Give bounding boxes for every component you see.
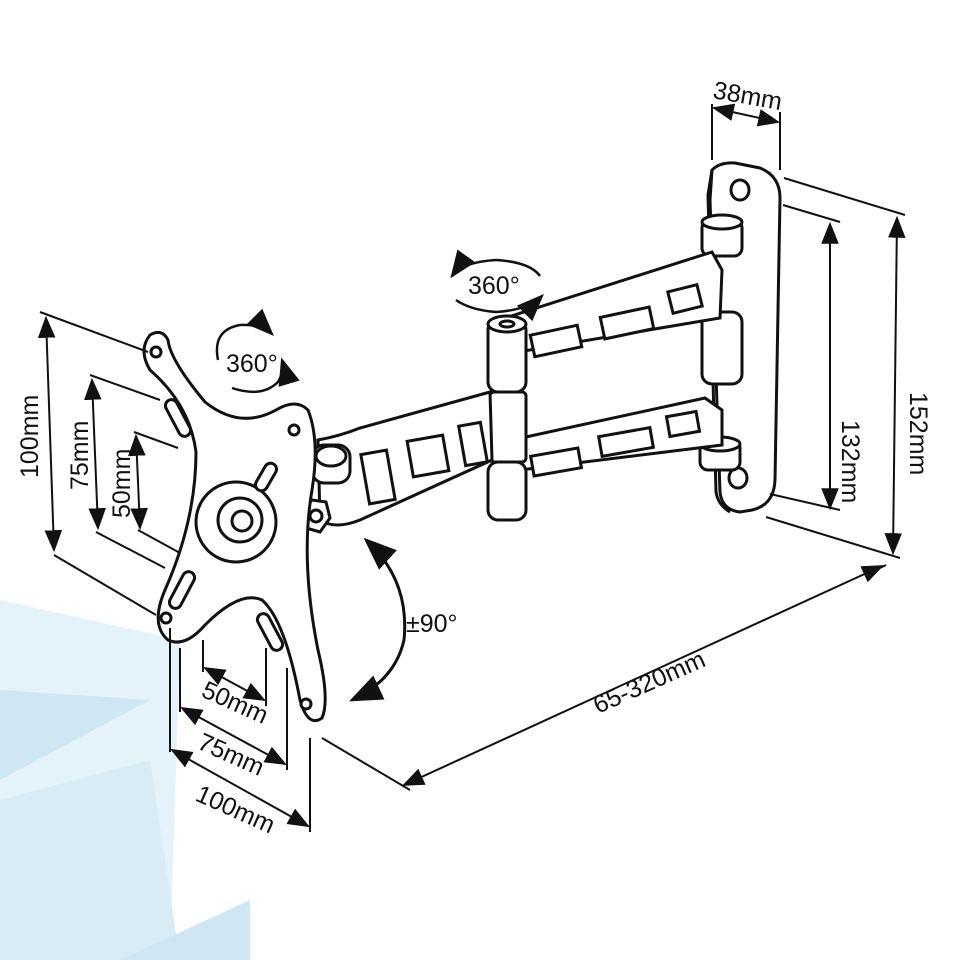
plate-height-label: 152mm (904, 392, 932, 475)
tilt-label: ±90° (406, 610, 458, 638)
extension-label: 65-320mm (589, 645, 710, 719)
vesa-head-plate (142, 330, 327, 723)
plate-inner-height-label: 132mm (836, 420, 864, 503)
tilt-indicator (349, 537, 407, 702)
arm-swivel-indicator (450, 249, 544, 322)
vesa-horizontal-75-label: 75mm (194, 728, 269, 782)
outer-arm (316, 390, 494, 527)
background-accent (0, 600, 250, 960)
dimension-lines (37, 103, 906, 832)
vesa-vertical-50-label: 50mm (108, 449, 136, 518)
middle-joint (486, 314, 528, 522)
arm-swivel-label: 360° (468, 272, 520, 300)
head-rotation-label: 360° (226, 350, 278, 378)
vesa-vertical-75-label: 75mm (66, 421, 94, 490)
head-rotation-indicator (215, 308, 300, 394)
vesa-horizontal-100-label: 100mm (192, 780, 280, 839)
inner-arm (503, 250, 724, 478)
vesa-vertical-100-label: 100mm (16, 395, 44, 478)
